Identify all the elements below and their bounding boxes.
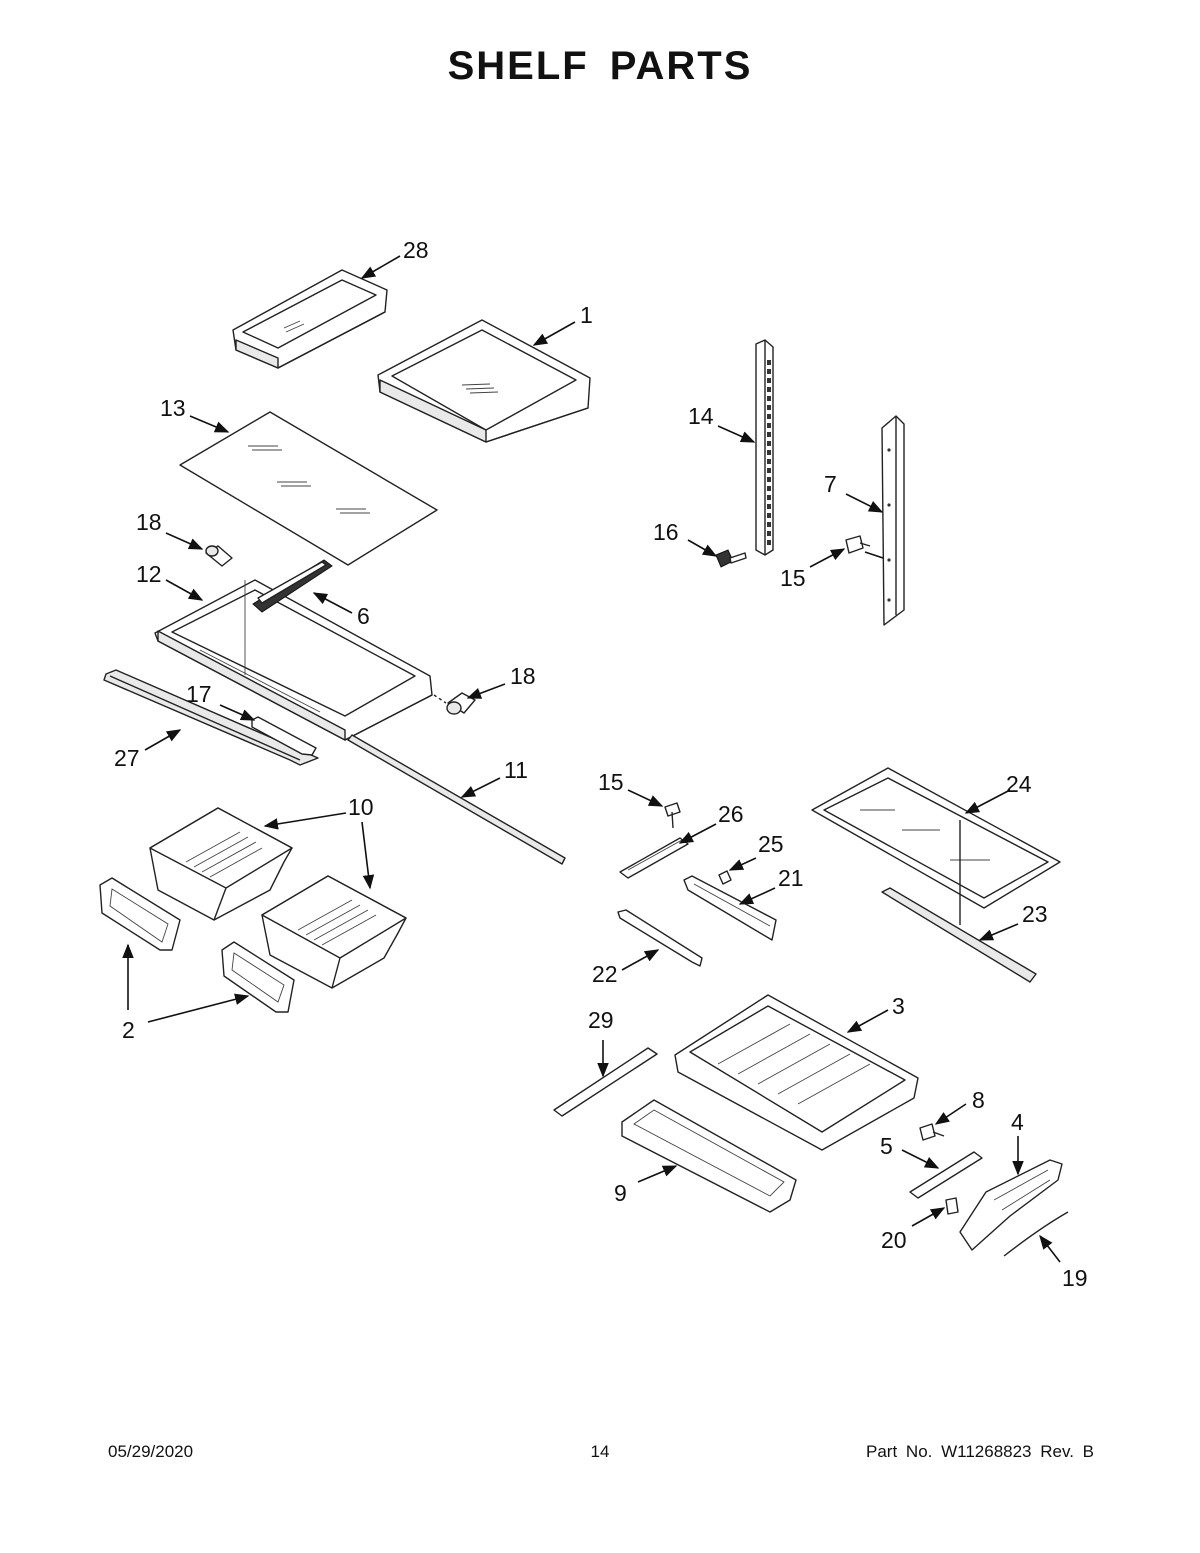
callout-2: 2 <box>122 1017 135 1043</box>
callout-10: 10 <box>348 794 374 820</box>
callout-12: 12 <box>136 561 162 587</box>
callout-26: 26 <box>718 801 744 827</box>
footer-date: 05/29/2020 <box>108 1442 194 1461</box>
callout-21: 21 <box>778 865 804 891</box>
part-2-crisper-cover-right <box>221 941 295 1013</box>
part-4-control-housing <box>959 1159 1063 1251</box>
part-2-crisper-cover-left <box>99 877 181 951</box>
page-title: SHELF PARTS <box>447 44 753 88</box>
part-23-trim <box>881 887 1037 983</box>
callout-29: 29 <box>588 1007 614 1033</box>
part-10-crisper-drawer-right <box>261 875 407 989</box>
part-15-screw-upper <box>845 535 884 559</box>
callout-15-upper: 15 <box>780 565 806 591</box>
callout-labels: 28 1 13 14 7 16 15 18 12 6 18 17 27 11 1… <box>114 237 1088 1291</box>
part-16-screw <box>715 549 747 568</box>
part-18-end-cap-right <box>433 692 476 715</box>
part-24-glass-shelf <box>811 767 1061 925</box>
callout-3: 3 <box>892 993 905 1019</box>
callout-16: 16 <box>653 519 679 545</box>
part-5-rail <box>909 1151 983 1199</box>
part-14-shelf-rail <box>755 339 774 556</box>
part-1-shelf-assembly <box>377 319 591 443</box>
part-8-screw <box>919 1123 945 1141</box>
callout-22: 22 <box>592 961 618 987</box>
part-3-drawer <box>674 994 919 1151</box>
part-21-rail <box>683 875 777 941</box>
part-10-crisper-drawer-left <box>149 807 293 921</box>
callout-4: 4 <box>1011 1109 1024 1135</box>
callout-14: 14 <box>688 403 714 429</box>
part-18-end-cap-left <box>205 545 233 567</box>
callout-13: 13 <box>160 395 186 421</box>
callout-28: 28 <box>403 237 429 263</box>
part-19-wire <box>1003 1211 1069 1257</box>
part-29-rail <box>553 1047 658 1117</box>
callout-1: 1 <box>580 302 593 328</box>
part-6-shelf-slide <box>252 559 333 613</box>
part-17-bracket <box>251 716 317 756</box>
callout-18-upper: 18 <box>136 509 162 535</box>
footer-page-number: 14 <box>590 1442 610 1461</box>
callout-25: 25 <box>758 831 784 857</box>
callout-18-lower: 18 <box>510 663 536 689</box>
part-26-bracket <box>619 837 689 879</box>
part-13-glass-shelf <box>179 411 438 566</box>
footer-part-number: Part No. W11268823 Rev. B <box>866 1442 1094 1461</box>
part-9-drawer-cover <box>621 1099 797 1213</box>
part-11-rod <box>347 734 566 865</box>
callout-24: 24 <box>1006 771 1032 797</box>
part-28-small-shelf <box>232 269 388 369</box>
callout-8: 8 <box>972 1087 985 1113</box>
callout-11: 11 <box>504 757 528 783</box>
callout-15-lower: 15 <box>598 769 624 795</box>
callout-27: 27 <box>114 745 140 771</box>
callout-7: 7 <box>824 471 837 497</box>
callout-9: 9 <box>614 1180 627 1206</box>
callout-23: 23 <box>1022 901 1048 927</box>
callout-5: 5 <box>880 1133 893 1159</box>
part-15-screw-lower <box>664 802 681 829</box>
callout-17: 17 <box>186 681 212 707</box>
part-20-clip <box>945 1197 959 1215</box>
part-25-clip <box>718 870 732 885</box>
part-27-shelf-trim <box>103 669 319 766</box>
callout-19: 19 <box>1062 1265 1088 1291</box>
part-7-shelf-rail <box>881 415 905 626</box>
callout-6: 6 <box>357 603 370 629</box>
part-12-shelf-frame <box>154 579 433 741</box>
leader-lines <box>122 255 1061 1263</box>
callout-20: 20 <box>881 1227 907 1253</box>
part-22-rail <box>617 909 703 967</box>
